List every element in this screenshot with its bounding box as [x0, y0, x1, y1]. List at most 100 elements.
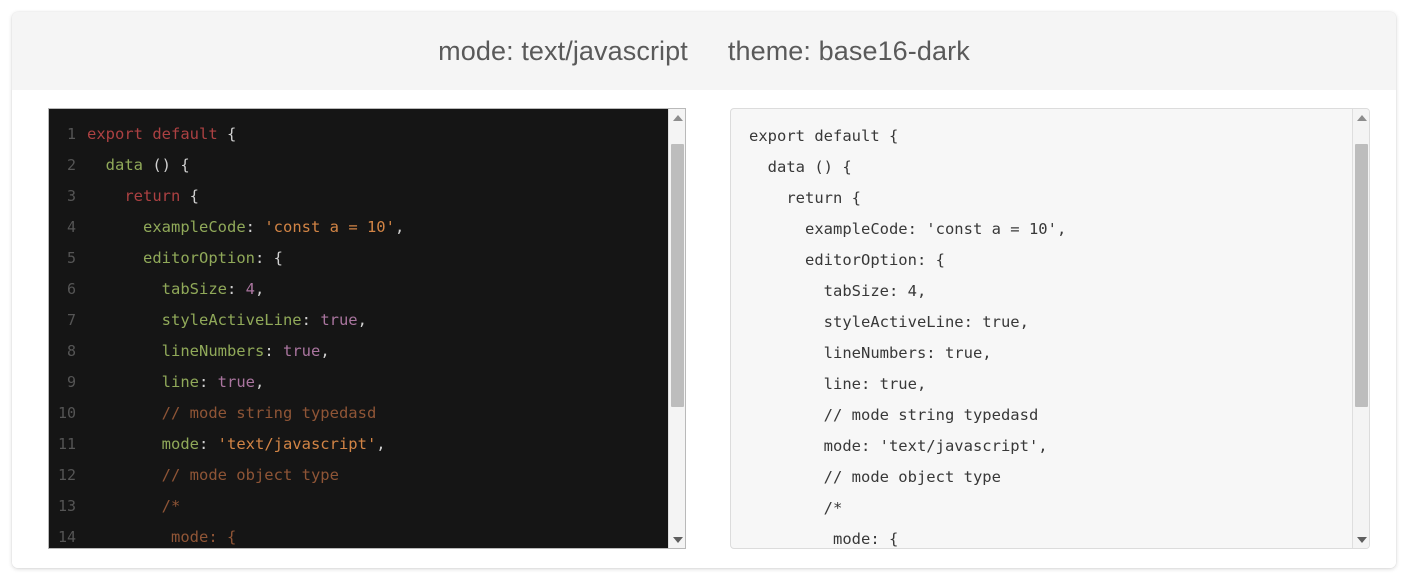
code-line: line: true, [87, 367, 668, 398]
card-body: 12345678910111213141516 export default {… [12, 90, 1396, 568]
preview-line: line: true, [749, 375, 927, 393]
code-token: // mode string typedasd [161, 404, 377, 422]
code-token: 'const a = 10' [264, 218, 395, 236]
code-line: // mode object type [87, 460, 668, 491]
preview-vertical-scrollbar[interactable] [1352, 109, 1369, 548]
code-token: : [301, 311, 321, 329]
code-token: { [226, 125, 237, 143]
code-token: styleActiveLine [161, 311, 302, 329]
preview-line: return { [749, 189, 861, 207]
code-token: , [357, 311, 367, 329]
code-token: /* [161, 497, 181, 515]
line-number-gutter: 12345678910111213141516 [49, 109, 83, 548]
code-token [87, 435, 162, 453]
code-token: true [320, 311, 358, 329]
code-token: : [198, 373, 218, 391]
line-number: 13 [57, 497, 76, 515]
preview-line: mode: 'text/javascript', [749, 437, 1048, 455]
code-token: 'text/javascript' [217, 435, 377, 453]
code-token: lineNumbers [161, 342, 265, 360]
code-token: true [282, 342, 321, 360]
code-token: : { [254, 249, 283, 267]
code-token: exampleCode [143, 218, 246, 236]
code-token [87, 311, 162, 329]
code-line: exampleCode: 'const a = 10', [87, 212, 668, 243]
line-number: 11 [57, 435, 76, 453]
code-line: mode: { [87, 522, 668, 548]
code-token: , [376, 435, 386, 453]
code-token: line [161, 373, 199, 391]
code-line: /* [87, 491, 668, 522]
code-token [87, 280, 162, 298]
code-token: mode: { [87, 528, 237, 546]
line-number: 12 [57, 466, 76, 484]
preview-line: /* [749, 499, 843, 517]
code-token: () { [143, 156, 190, 174]
code-token [87, 342, 162, 360]
code-token: , [254, 373, 265, 391]
code-line: return { [87, 181, 668, 212]
code-line: editorOption: { [87, 243, 668, 274]
code-line: lineNumbers: true, [87, 336, 668, 367]
preview-line: export default { [749, 127, 899, 145]
card-header: mode: text/javascript theme: base16-dark [12, 12, 1396, 90]
scroll-up-arrow-icon[interactable] [1353, 109, 1369, 126]
line-number: 6 [66, 280, 76, 298]
preview-line: tabSize: 4, [749, 282, 927, 300]
code-line: mode: 'text/javascript', [87, 429, 668, 460]
code-line: export default { [87, 119, 668, 150]
code-token: mode [161, 435, 199, 453]
code-token [87, 156, 106, 174]
code-token [87, 404, 162, 422]
code-token: // mode object type [161, 466, 339, 484]
line-number: 3 [66, 187, 76, 205]
code-line: // mode string typedasd [87, 398, 668, 429]
code-token: data [105, 156, 143, 174]
code-token: , [320, 342, 330, 360]
preview-line: // mode object type [749, 468, 1001, 486]
preview-line: lineNumbers: true, [749, 344, 992, 362]
code-preview-content[interactable]: export default { data () { return { exam… [731, 109, 1352, 548]
line-number: 5 [66, 249, 76, 267]
scroll-up-arrow-icon[interactable] [669, 109, 685, 126]
line-number: 4 [66, 218, 76, 236]
code-token: editorOption [143, 249, 255, 267]
code-token: true [217, 373, 255, 391]
code-token [87, 218, 143, 236]
code-token: , [394, 218, 405, 236]
preview-line: mode: { [749, 530, 899, 548]
code-token: , [255, 280, 265, 298]
line-number: 2 [66, 156, 76, 174]
code-editor-content[interactable]: export default { data () { return { exam… [83, 109, 668, 548]
code-preview-light[interactable]: export default { data () { return { exam… [730, 108, 1370, 549]
code-token: : [226, 280, 246, 298]
preview-line: exampleCode: 'const a = 10', [749, 220, 1067, 238]
code-line: styleActiveLine: true, [87, 305, 668, 336]
code-line: data () { [87, 150, 668, 181]
mode-label: mode: text/javascript [438, 35, 688, 66]
scrollbar-thumb[interactable] [671, 143, 684, 407]
scroll-down-arrow-icon[interactable] [1353, 531, 1369, 548]
code-token: export default [87, 125, 227, 143]
preview-line: editorOption: { [749, 251, 945, 269]
line-number: 8 [66, 342, 76, 360]
line-number: 14 [57, 528, 76, 546]
scroll-down-arrow-icon[interactable] [669, 531, 685, 548]
code-token: { [180, 187, 199, 205]
code-token: 4 [245, 280, 255, 298]
line-number: 9 [66, 373, 76, 391]
code-line: tabSize: 4, [87, 274, 668, 305]
editor-vertical-scrollbar[interactable] [668, 109, 685, 548]
codemirror-demo-card: mode: text/javascript theme: base16-dark… [12, 12, 1396, 568]
code-token [87, 249, 143, 267]
code-editor-dark[interactable]: 12345678910111213141516 export default {… [48, 108, 686, 549]
code-token: tabSize [161, 280, 227, 298]
code-token [87, 466, 162, 484]
code-token: return [124, 187, 181, 205]
code-token [87, 497, 162, 515]
line-number: 1 [66, 125, 76, 143]
line-number: 7 [66, 311, 76, 329]
code-token [87, 373, 162, 391]
scrollbar-thumb[interactable] [1355, 143, 1368, 407]
code-token: : [245, 218, 265, 236]
